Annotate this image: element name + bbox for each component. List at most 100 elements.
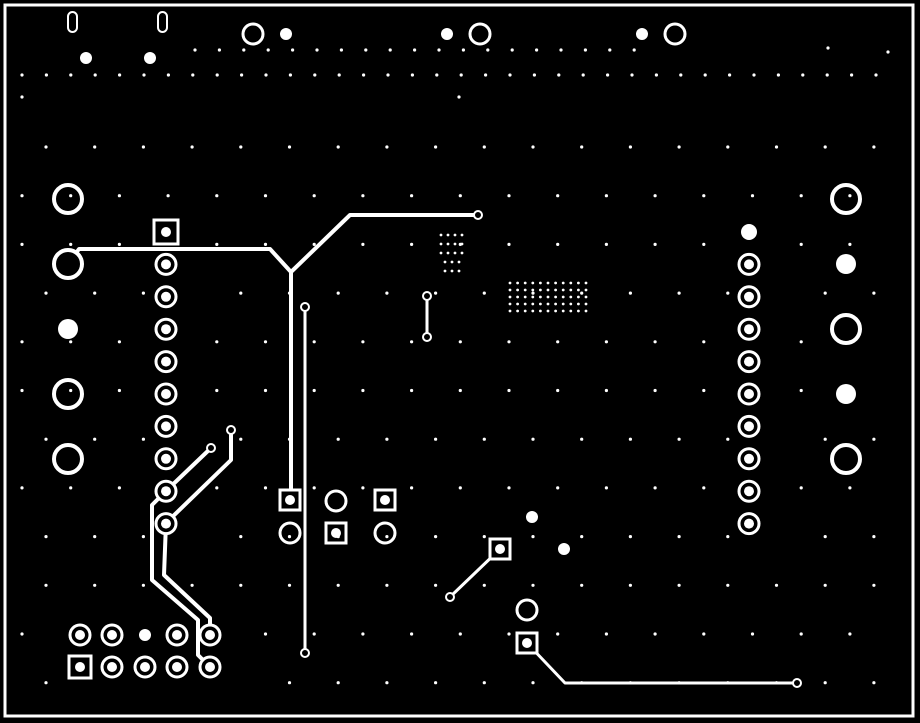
stitch-via — [628, 681, 633, 685]
pad-large — [52, 183, 84, 215]
stitch-via — [263, 242, 268, 246]
stitch-via — [312, 242, 316, 246]
stitch-via — [264, 73, 268, 77]
stitch-via — [336, 437, 340, 441]
pin-hole — [161, 421, 171, 432]
stitch-via — [457, 269, 461, 273]
stitch-via — [577, 288, 580, 292]
stitch-via — [190, 583, 194, 587]
stitch-via — [580, 681, 584, 685]
stitch-via — [632, 48, 636, 52]
stitch-via — [561, 281, 565, 285]
stitch-via — [410, 242, 414, 246]
trace-top-left-fanout — [66, 213, 480, 274]
stitch-via — [117, 194, 121, 198]
stitch-via — [263, 486, 268, 490]
stitch-via — [413, 48, 417, 52]
stitch-via — [20, 95, 24, 99]
stitch-via — [434, 291, 438, 295]
stitch-via — [826, 46, 830, 50]
stitch-via — [584, 281, 588, 285]
stitch-via — [604, 388, 609, 393]
stitch-via — [263, 388, 268, 393]
stitch-via — [653, 388, 657, 393]
stitch-via — [531, 145, 535, 149]
stitch-via — [215, 340, 219, 344]
stitch-via — [242, 48, 246, 52]
via-ring — [792, 678, 802, 688]
stitch-via — [507, 486, 511, 490]
stitch-via — [439, 233, 443, 237]
stitch-via — [546, 281, 550, 285]
stitch-via — [508, 302, 512, 306]
pad-round — [468, 22, 492, 46]
stitch-via — [516, 295, 519, 299]
stitch-via — [546, 302, 550, 306]
pad-large-solid — [836, 254, 856, 274]
stitch-via — [584, 309, 588, 313]
stitch-via — [217, 48, 221, 52]
stitch-via — [312, 632, 316, 636]
pin-hole — [75, 662, 85, 672]
stitch-via — [677, 535, 681, 539]
pin-hole — [161, 356, 171, 367]
stitch-via — [446, 242, 450, 246]
pin-solid — [741, 224, 757, 240]
stitch-via — [482, 681, 486, 685]
pin-hole — [161, 259, 171, 270]
stitch-via — [702, 632, 706, 636]
stitch-via — [460, 233, 464, 237]
stitch-via — [872, 583, 876, 587]
via-medium — [526, 511, 538, 523]
stitch-via — [69, 388, 73, 393]
stitch-via — [93, 535, 97, 539]
stitch-via — [677, 437, 681, 441]
stitch-via — [580, 535, 584, 539]
stitch-via — [750, 194, 755, 198]
stitch-via — [20, 242, 24, 246]
via-medium — [144, 52, 156, 64]
stitch-via — [546, 295, 550, 299]
stitch-via — [577, 309, 580, 313]
trace-bottom-right — [525, 641, 799, 685]
stitch-via — [508, 281, 512, 285]
stitch-via — [848, 388, 852, 393]
stitch-via — [69, 73, 73, 77]
stitch-via — [20, 388, 24, 393]
stitch-via — [239, 145, 243, 149]
stitch-via — [388, 48, 392, 52]
stitch-via — [458, 194, 462, 198]
stitch-via — [872, 145, 876, 149]
stitch-via — [385, 291, 389, 295]
stitch-via — [337, 73, 341, 77]
stitch-via — [608, 48, 612, 52]
stitch-via — [460, 242, 464, 246]
stitch-via — [313, 73, 317, 77]
stitch-via — [263, 340, 268, 344]
stitch-via — [539, 302, 542, 306]
stitch-via — [385, 681, 389, 685]
stitch-via — [516, 309, 519, 313]
stitch-via — [443, 260, 447, 264]
stitch-via — [848, 632, 852, 636]
stitch-via — [69, 194, 73, 198]
stitch-via — [458, 340, 462, 344]
stitch-via — [410, 632, 414, 636]
stitch-via — [848, 242, 852, 246]
stitch-via — [580, 437, 584, 441]
stitch-via — [482, 145, 486, 149]
stitch-via — [630, 73, 634, 77]
stitch-via — [516, 288, 519, 292]
stitch-via — [361, 242, 365, 246]
stitch-via — [435, 73, 439, 77]
stitch-via — [539, 295, 542, 299]
stitch-via — [531, 302, 535, 306]
stitch-via — [287, 291, 292, 295]
via-ring — [422, 291, 432, 301]
pin-solid — [139, 629, 151, 641]
stitch-via — [702, 242, 706, 246]
stitch-via — [823, 437, 827, 441]
stitch-via — [93, 291, 97, 295]
pin-hole — [205, 662, 215, 672]
stitch-via — [556, 194, 560, 198]
